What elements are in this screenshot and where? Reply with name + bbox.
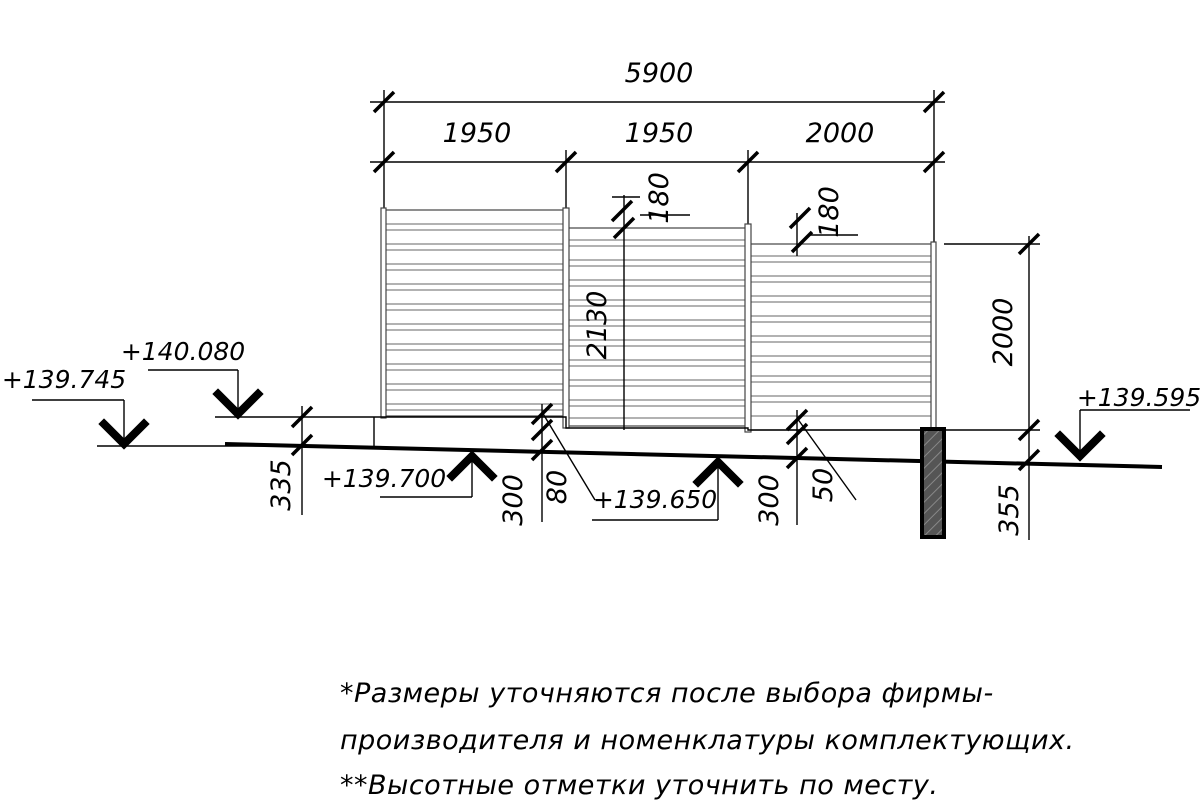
notes: *Размеры уточняются после выбора фирмы- … [340,678,1075,801]
foundation-right-label: 355 [994,484,1025,536]
elevation-label-5: +139.595 [1077,383,1200,412]
step-label-2: 180 [814,186,845,238]
foundation-left-label: 335 [266,459,297,511]
elevation-marker-139745: +139.745 [2,365,300,450]
elevation-marker-139700: +139.700 [322,450,498,498]
post-depth-label-1: 300 [498,474,529,526]
fence-panel-2 [565,227,749,427]
panel-width-label-3: 2000 [806,118,875,149]
dimension-height-right: 2000 355 [944,232,1041,540]
elevation-marker-139595: +139.595 [1054,383,1200,462]
fence-panel-1 [383,209,567,417]
panel-height-label: 2000 [988,298,1019,367]
dimension-post-1: 300 80 [498,402,596,526]
elevation-label-4: +139.650 [593,485,717,514]
elevation-label-1: +139.745 [2,365,126,394]
post-depth-label-2: 300 [754,474,785,526]
fence-panel-3 [747,243,935,431]
foundation-outline [215,416,934,446]
note-line-2: производителя и номенклатуры комплектующ… [340,725,1075,756]
elevation-marker-139650: +139.650 [592,456,744,521]
dimension-post-2: 300 50 [754,408,857,526]
elevation-label-3: +139.700 [322,464,446,493]
concrete-post [920,427,946,539]
post-offset-label-1: 80 [542,470,573,504]
note-line-1: *Размеры уточняются после выбора фирмы- [340,678,994,709]
panel-width-label-2: 1950 [625,118,694,149]
total-width-label: 5900 [625,58,694,89]
elevation-marker-140080: +140.080 [121,337,264,420]
post-offset-label-2: 50 [808,468,839,502]
step-label-1: 180 [644,172,675,224]
ground-line [224,442,1163,469]
dimension-step-180-2: 180 [788,186,858,256]
dimension-step-180-1: 180 [610,172,690,430]
elevation-label-2: +140.080 [121,337,245,366]
dimension-chain-top: 5900 1950 1950 2000 [370,58,946,245]
panel-height-tall-label: 2130 [582,291,613,360]
panel-width-label-1: 1950 [443,118,512,149]
dimension-foundation-left: 335 [266,405,314,515]
note-line-3: **Высотные отметки уточнить по месту. [340,770,938,801]
